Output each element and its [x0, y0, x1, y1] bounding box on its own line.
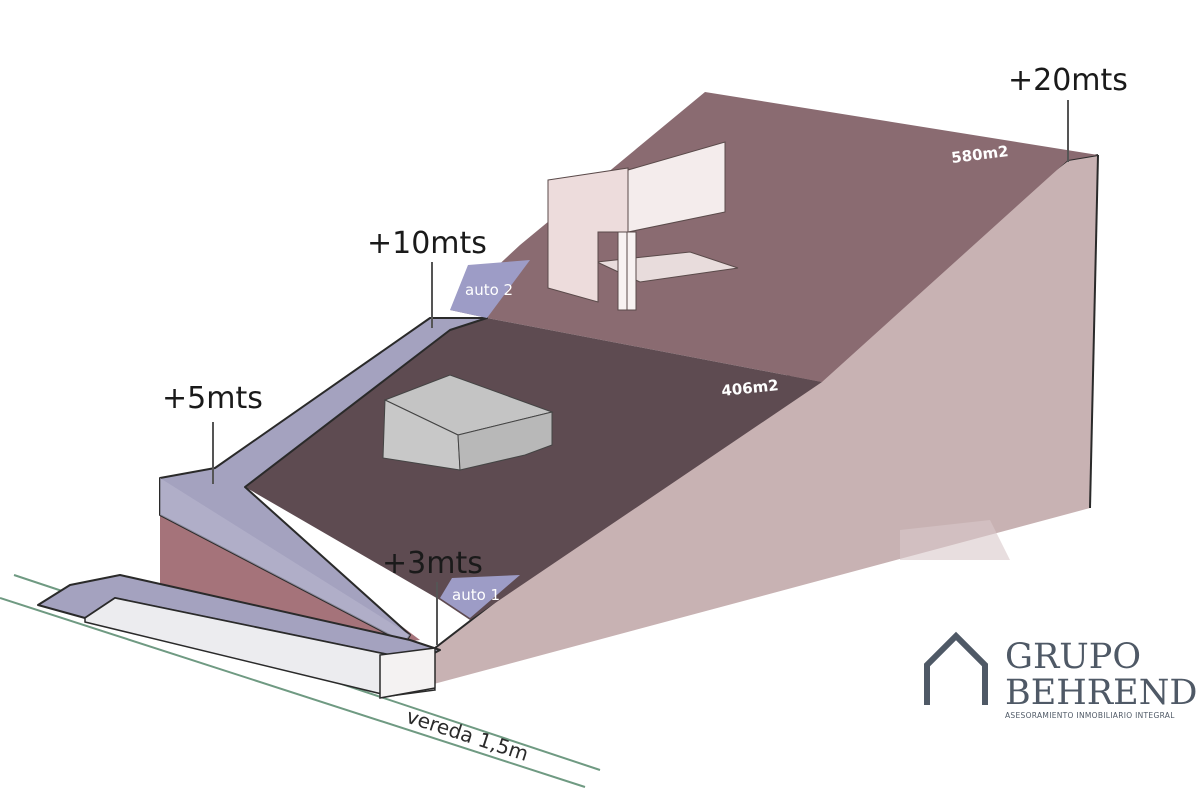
sidewalk-line-outer	[0, 597, 586, 788]
house-front-wall	[547, 167, 629, 303]
brand-logo: GRUPO BEHREND ASESORAMIENTO INMOBILIARIO…	[924, 631, 1197, 720]
brand-line1: GRUPO	[1005, 637, 1141, 677]
lower-plateau	[245, 318, 822, 620]
level-middle-label: +5mts	[162, 381, 263, 416]
parking-spot-2	[450, 260, 530, 318]
parking-spot-1-label: auto 1	[452, 586, 500, 604]
level-top-label: +20mts	[1008, 63, 1128, 98]
upper-plateau	[450, 92, 1098, 382]
level-low-label: +3mts	[382, 546, 483, 581]
level-upper-label: +10mts	[367, 226, 487, 261]
parking-spot-2-label: auto 2	[465, 281, 513, 299]
upper-house	[547, 141, 739, 311]
terrain-back-edge	[1089, 154, 1099, 509]
lower-area-label: 406m2	[721, 376, 780, 400]
brand-line2: BEHREND	[1005, 673, 1197, 713]
driveway-ramp-side	[160, 478, 410, 643]
terrain-side-highlight	[900, 520, 1010, 560]
house-outline-icon	[924, 631, 988, 705]
brand-tagline: ASESORAMIENTO INMOBILIARIO INTEGRAL	[1005, 711, 1175, 720]
level-leaders	[212, 100, 1069, 645]
curb-front-face	[379, 647, 436, 699]
building-right	[457, 411, 553, 471]
lower-building	[382, 374, 554, 471]
parking-spot-1	[440, 575, 520, 618]
